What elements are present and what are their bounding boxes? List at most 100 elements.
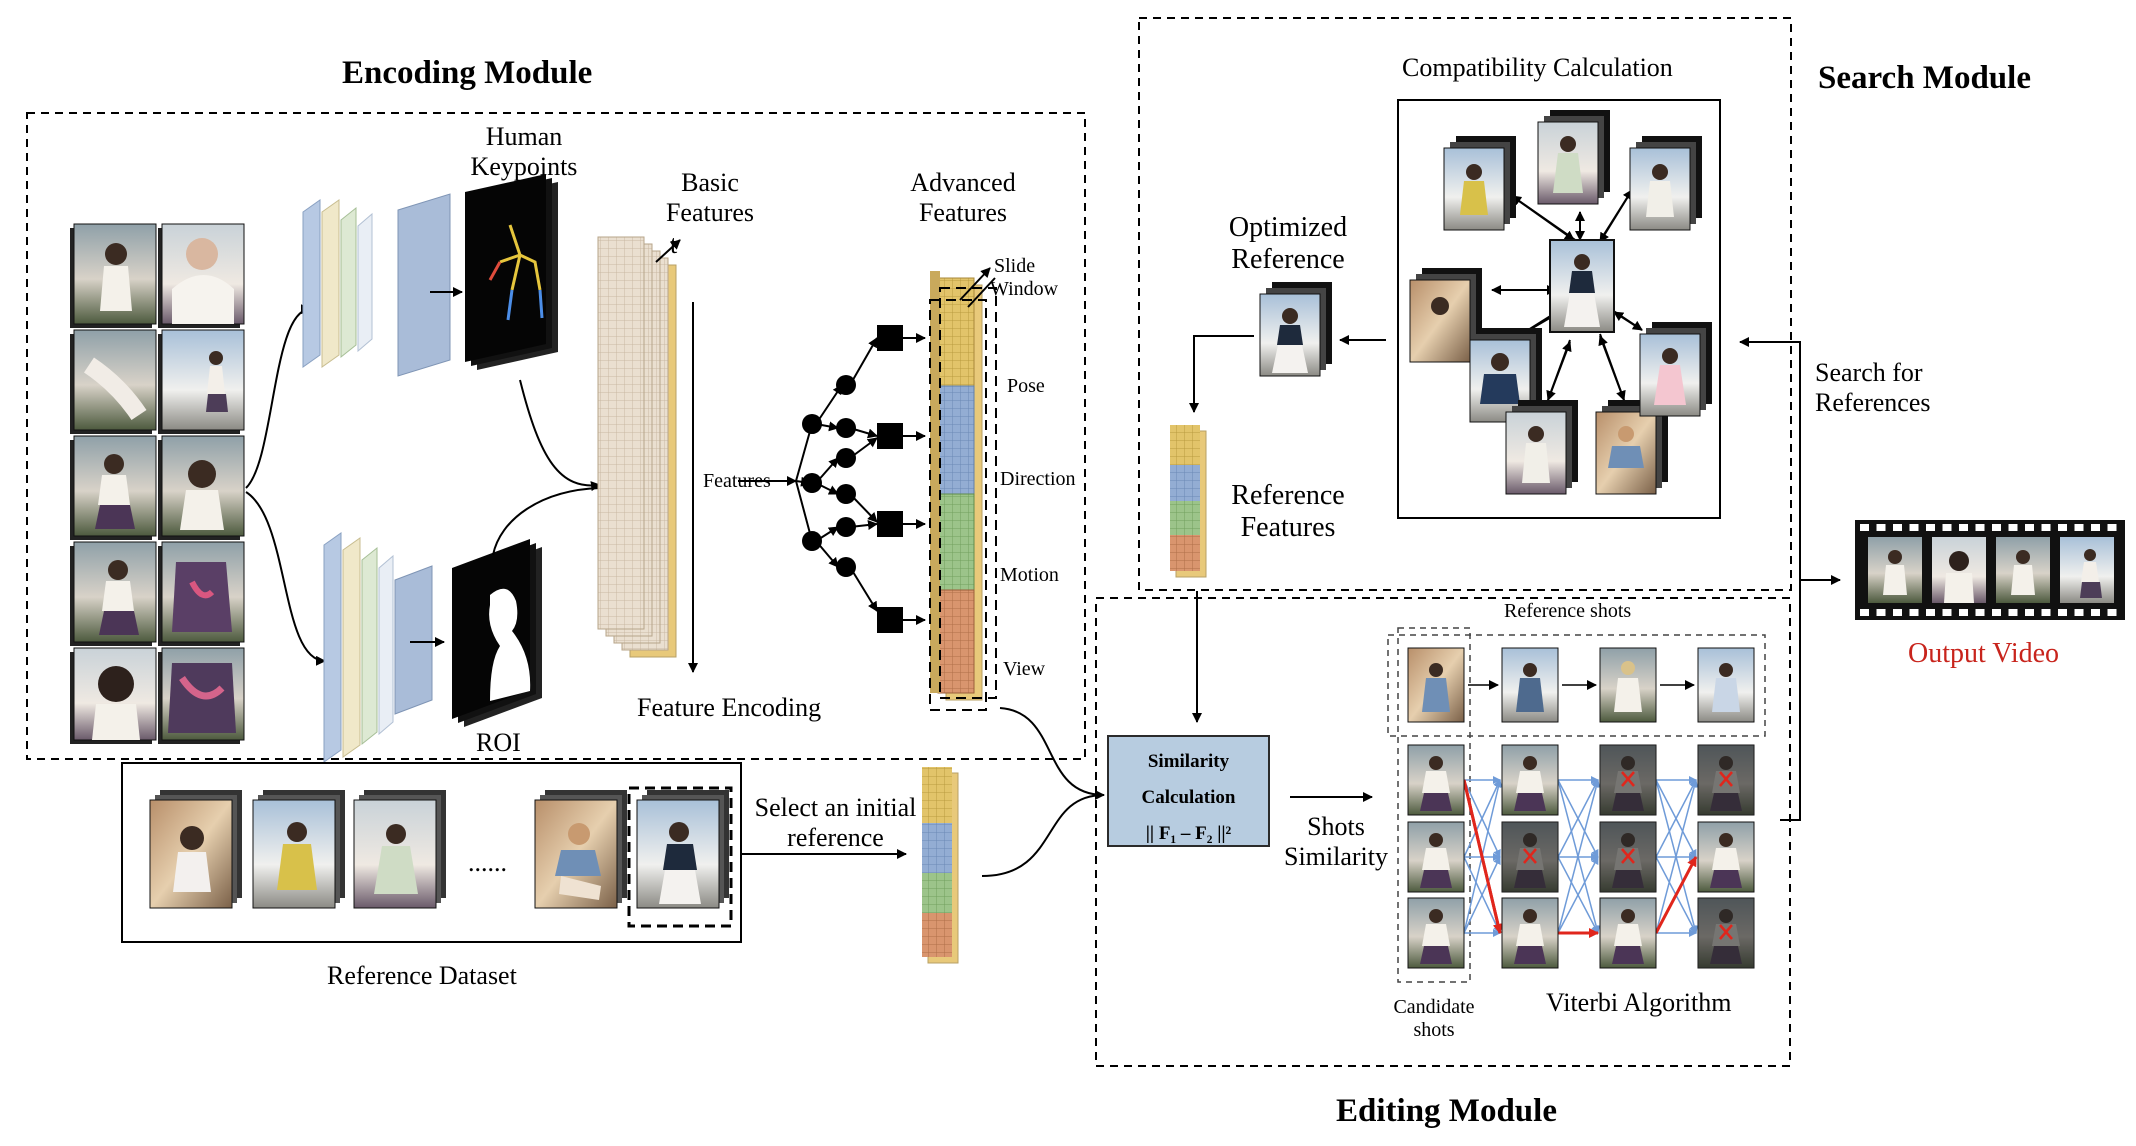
viterbi-trellis [1407, 744, 1755, 969]
rejected-mark [1621, 771, 1635, 787]
reference-dataset-label: Reference Dataset [327, 961, 517, 990]
reference-features-column [1170, 425, 1207, 578]
slide-window-arrow-2 [967, 277, 996, 308]
compatibility-graph [1409, 110, 1712, 495]
film-hole [1893, 609, 1902, 616]
trellis-node [1407, 744, 1465, 816]
feature-encoding-label: Feature Encoding [637, 693, 822, 722]
trellis-edge [1557, 779, 1599, 858]
film-hole [1992, 524, 2001, 531]
features-label: Features [703, 470, 771, 492]
time-axis-label: t [670, 230, 678, 259]
editing-module-frame [1095, 597, 1791, 1067]
trellis-node [1599, 821, 1657, 893]
slide-window-arrow [959, 267, 991, 301]
film-hole [1975, 609, 1985, 616]
trellis-node [1697, 821, 1755, 893]
advanced-features-block [929, 271, 997, 711]
editing-module-title: Editing Module [1336, 1093, 1557, 1129]
trellis-node [1697, 744, 1755, 816]
initial-reference-features [922, 767, 959, 964]
compatibility-calculation-label: Compatibility Calculation [1402, 53, 1673, 82]
film-hole [2074, 524, 2084, 531]
film-hole [1959, 609, 1968, 616]
arrow-to-roi-cnn [245, 491, 326, 666]
arrow-keypoints-to-features [519, 379, 601, 492]
film-hole [2058, 609, 2067, 616]
trellis-node [1501, 897, 1559, 969]
film-hole [2107, 524, 2117, 531]
keypoint-cnn [302, 193, 451, 377]
film-hole [2025, 524, 2034, 531]
arrow-advanced-to-similarity [999, 707, 1105, 800]
candidate-column-frame [1397, 627, 1471, 983]
output-video-label: Output Video [1908, 638, 2060, 669]
roi-cnn [323, 532, 433, 763]
film-hole [1893, 524, 1902, 531]
trellis-node [1501, 744, 1559, 816]
rejected-mark [1719, 771, 1733, 787]
rejected-mark [1719, 924, 1733, 940]
rejected-mark [1523, 848, 1537, 864]
film-hole [2041, 524, 2051, 531]
arrow-roi-to-features [492, 487, 601, 556]
film-hole [2107, 609, 2117, 616]
view-label: View [1003, 658, 1046, 680]
input-frames [70, 223, 245, 744]
film-hole [1942, 524, 1952, 531]
trellis-edge [1463, 779, 1501, 858]
film-hole [2074, 609, 2084, 616]
viterbi-best-path-edge [1654, 856, 1698, 934]
search-module-frame [1138, 17, 1792, 591]
film-hole [1975, 524, 1985, 531]
film-hole [2008, 524, 2018, 531]
direction-label: Direction [1000, 468, 1076, 490]
trellis-edge [1655, 779, 1697, 858]
roi-maps [452, 539, 542, 727]
compatibility-frame [1397, 99, 1721, 519]
trellis-edge [1463, 856, 1501, 934]
film-hole [1992, 609, 2001, 616]
viterbi-algorithm-label: Viterbi Algorithm [1546, 988, 1732, 1017]
roi-label: ROI [476, 728, 521, 757]
trellis-edge [1655, 779, 1699, 934]
film-hole [1926, 609, 1935, 616]
film-hole [1876, 609, 1886, 616]
film-hole [2058, 524, 2067, 531]
pose-label: Pose [1007, 375, 1045, 397]
output-film-strip [1855, 520, 2125, 620]
reference-dataset-frame [121, 762, 742, 943]
feature-tree [738, 325, 926, 633]
rejected-mark [1621, 848, 1635, 864]
motion-label: Motion [1000, 564, 1059, 586]
film-hole [1860, 609, 1869, 616]
reference-thumbnails [149, 786, 733, 928]
film-hole [1942, 609, 1952, 616]
similarity-calculation-box: Similarity Calculation || F₁ – F₂ ||² [1107, 735, 1270, 847]
viterbi-best-path-edge [1462, 779, 1503, 934]
dataset-ellipsis: ...... [468, 848, 507, 877]
reference-shots-frame [1387, 634, 1766, 737]
trellis-node [1501, 821, 1559, 893]
basic-features-t-arrow [655, 239, 681, 263]
trellis-node [1599, 744, 1657, 816]
trellis-node [1407, 897, 1465, 969]
arrow-optimized-to-ref-features [1189, 335, 1254, 413]
film-hole [1909, 609, 1919, 616]
keypoint-maps [465, 174, 558, 370]
film-hole [1926, 524, 1935, 531]
arrow-to-keypoint-cnn [245, 304, 311, 489]
selected-reference-highlight [627, 786, 733, 928]
film-hole [1959, 524, 1968, 531]
arrow-initial-reference-to-similarity [981, 794, 1105, 877]
reference-shots-row [1407, 647, 1755, 723]
film-hole [2091, 524, 2100, 531]
